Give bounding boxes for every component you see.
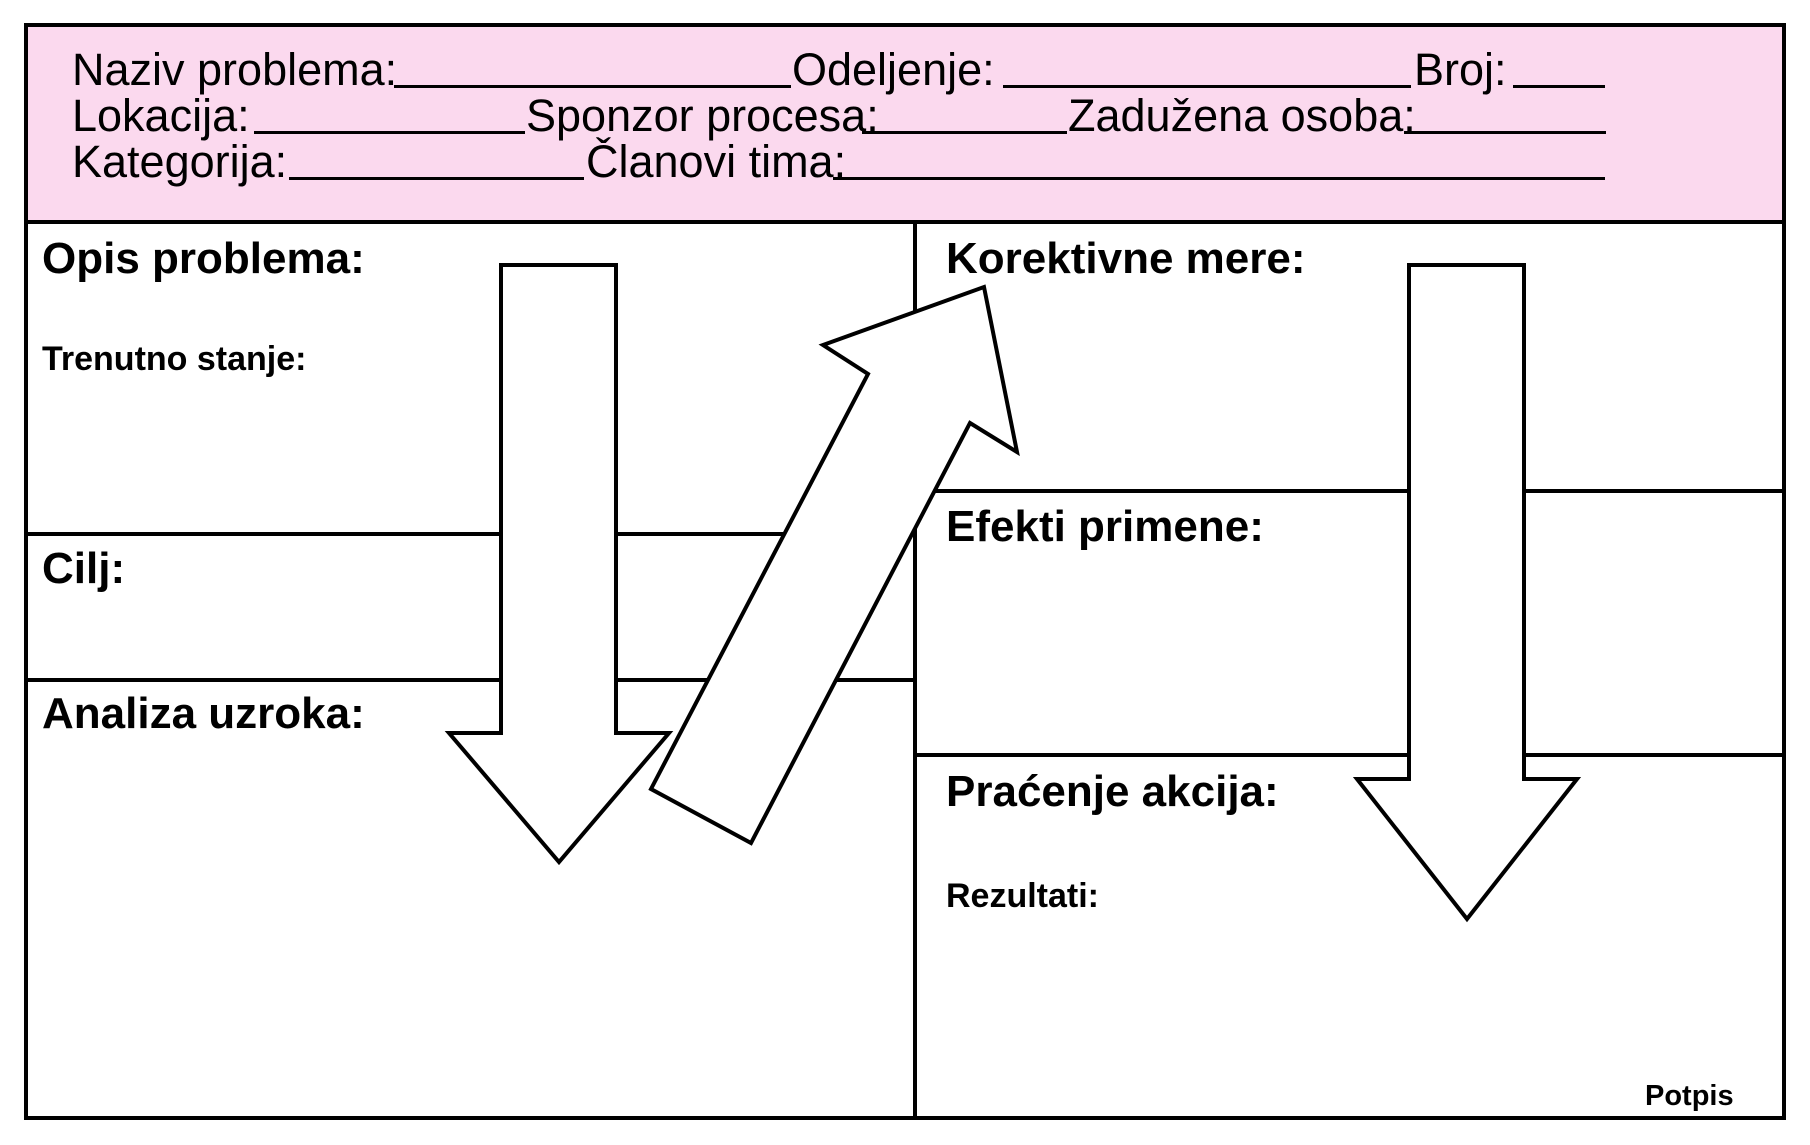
- analiza-uzroka-heading: Analiza uzroka:: [42, 689, 365, 738]
- clanovi-tima-field[interactable]: [833, 177, 1605, 180]
- kategorija-field[interactable]: [289, 177, 584, 180]
- naziv-problema-field[interactable]: [394, 85, 791, 88]
- efekti-primene-heading: Efekti primene:: [946, 502, 1264, 551]
- divider-cilj-analiza: [28, 678, 913, 682]
- opis-problema-heading: Opis problema:: [42, 234, 365, 283]
- clanovi-tima-label: Članovi tima:: [586, 136, 847, 187]
- cilj-heading: Cilj:: [42, 544, 126, 593]
- sponzor-procesa-field[interactable]: [862, 131, 1067, 134]
- korektivne-mere-heading: Korektivne mere:: [946, 234, 1306, 283]
- header-band: Naziv problema: Odeljenje: Broj: Lokacij…: [28, 27, 1782, 224]
- sponzor-procesa-label: Sponzor procesa:: [526, 90, 879, 141]
- naziv-problema-label: Naziv problema:: [72, 44, 398, 95]
- divider-korektivne-efekti: [917, 489, 1786, 493]
- zaduzena-osoba-field[interactable]: [1404, 131, 1606, 134]
- lokacija-field[interactable]: [254, 131, 525, 134]
- broj-field[interactable]: [1513, 85, 1605, 88]
- lokacija-label: Lokacija:: [72, 90, 250, 141]
- kategorija-label: Kategorija:: [72, 136, 288, 187]
- center-divider: [913, 224, 917, 1120]
- pracenje-akcija-heading: Praćenje akcija:: [946, 767, 1279, 816]
- zaduzena-osoba-label: Zadužena osoba:: [1068, 90, 1416, 141]
- potpis-label: Potpis: [1645, 1080, 1734, 1112]
- trenutno-stanje-label: Trenutno stanje:: [42, 340, 307, 378]
- a3-report-form: Naziv problema: Odeljenje: Broj: Lokacij…: [24, 23, 1786, 1120]
- rezultati-label: Rezultati:: [946, 877, 1099, 915]
- broj-label: Broj:: [1414, 44, 1507, 95]
- divider-opis-cilj: [28, 532, 913, 536]
- odeljenje-field[interactable]: [1003, 85, 1411, 88]
- divider-efekti-pracenje: [917, 753, 1786, 757]
- odeljenje-label: Odeljenje:: [792, 44, 995, 95]
